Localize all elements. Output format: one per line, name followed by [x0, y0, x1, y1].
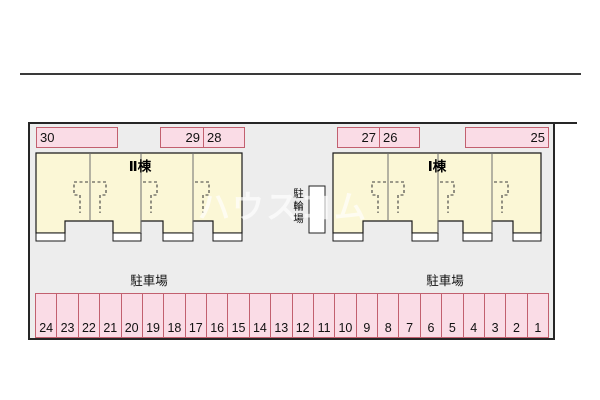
parking-space-number: 30 [40, 130, 55, 145]
parking-space: 24 [36, 294, 56, 337]
parking-space-number: 16 [210, 321, 225, 335]
parking-space: 23 [56, 294, 77, 337]
parking-space: 5 [441, 294, 462, 337]
frame-top-extension-line [555, 122, 577, 124]
parking-space: 1 [526, 294, 548, 337]
parking-space-number: 14 [252, 321, 267, 335]
parking-space: 21 [99, 294, 120, 337]
parking-space: 14 [248, 294, 270, 337]
parking-space-number: 4 [470, 321, 478, 335]
parking-space: 7 [398, 294, 419, 337]
car-park-label-right: 駐車場 [426, 274, 464, 288]
parking-space-pair-29-28: 29 28 [160, 127, 245, 148]
parking-space-number: 26 [379, 128, 419, 147]
bicycle-parking-label: 駐輪場 [292, 188, 304, 226]
parking-space-number: 5 [448, 321, 456, 335]
parking-space-number: 29 [185, 130, 200, 145]
parking-space-number: 7 [406, 321, 414, 335]
parking-space-number: 9 [363, 321, 371, 335]
parking-space: 10 [334, 294, 355, 337]
parking-space: 19 [141, 294, 163, 337]
parking-space: 11 [312, 294, 334, 337]
parking-space: 6 [419, 294, 441, 337]
parking-space: 3 [483, 294, 505, 337]
parking-space-number: 12 [295, 321, 310, 335]
parking-space: 20 [120, 294, 142, 337]
parking-space-number: 6 [427, 321, 435, 335]
parking-space-number: 3 [491, 321, 499, 335]
parking-space-number: 10 [338, 321, 353, 335]
parking-space: 15 [227, 294, 248, 337]
parking-space: 9 [355, 294, 377, 337]
parking-space-number: 23 [60, 321, 75, 335]
parking-space: 8 [377, 294, 398, 337]
parking-space: 22 [77, 294, 99, 337]
parking-space: 2 [505, 294, 526, 337]
parking-space: 13 [270, 294, 291, 337]
parking-space-30: 30 [36, 127, 118, 148]
parking-space-number: 2 [512, 321, 520, 335]
parking-space: 18 [163, 294, 184, 337]
parking-space: 12 [291, 294, 313, 337]
parking-space-25: 25 [465, 127, 549, 148]
parking-space-number: 22 [81, 321, 96, 335]
parking-space-number: 24 [39, 321, 54, 335]
parking-space-number: 27 [361, 130, 376, 145]
parking-space: 17 [184, 294, 206, 337]
building-1-label: Ⅰ棟 [427, 159, 447, 174]
road-boundary-line [20, 73, 581, 75]
parking-space-number: 20 [124, 321, 139, 335]
parking-space: 16 [206, 294, 227, 337]
parking-space-number: 8 [384, 321, 392, 335]
parking-space-pair-27-26: 27 26 [337, 127, 420, 148]
parking-space: 4 [462, 294, 484, 337]
parking-space-number: 21 [103, 321, 118, 335]
parking-space-number: 25 [530, 130, 545, 145]
parking-space-number: 28 [203, 128, 244, 147]
parking-space-number: 19 [146, 321, 161, 335]
parking-space-number: 18 [167, 321, 182, 335]
parking-space-number: 11 [317, 321, 331, 335]
building-2-label: Ⅱ棟 [128, 159, 152, 174]
parking-space-number: 15 [231, 321, 246, 335]
car-park-label-left: 駐車場 [130, 274, 168, 288]
parking-space-number: 17 [188, 321, 203, 335]
parking-space-number: 1 [534, 321, 542, 335]
parking-space-number: 13 [274, 321, 289, 335]
